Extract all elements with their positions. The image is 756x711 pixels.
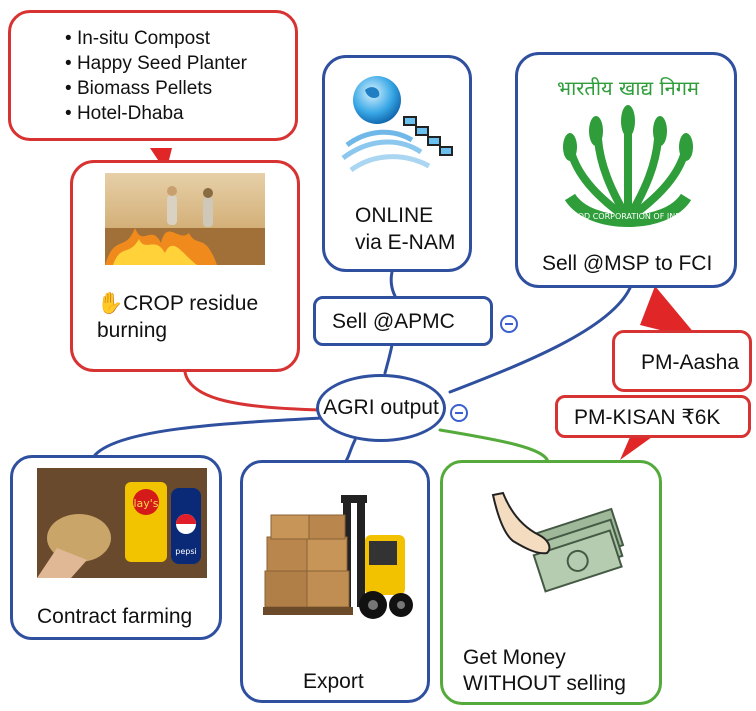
collapse-center-icon[interactable] xyxy=(450,404,468,422)
forklift-export-image xyxy=(263,495,413,619)
residue-options-box: • In-situ Compost • Happy Seed Planter •… xyxy=(8,10,298,141)
contract-label: Contract farming xyxy=(37,605,193,628)
residue-option-item: • Hotel-Dhaba xyxy=(65,103,184,124)
hand-icon: ✋ xyxy=(97,292,124,315)
agri-output-center: AGRI output xyxy=(316,374,446,442)
online-network-icon xyxy=(341,76,453,173)
money-label-line2: WITHOUT selling xyxy=(463,672,626,695)
residue-option-item: • Biomass Pellets xyxy=(65,78,213,99)
svg-text:lay's: lay's xyxy=(133,497,158,510)
apmc-label: Sell @APMC xyxy=(332,310,455,333)
sell-apmc-node: Sell @APMC xyxy=(313,296,493,346)
get-money-node: Get Money WITHOUT selling xyxy=(440,460,662,705)
residue-option-item: • In-situ Compost xyxy=(65,28,210,49)
pm-kisan-label: PM-KISAN ₹6K xyxy=(574,406,721,429)
pm-aasha-note: PM-Aasha xyxy=(612,330,752,392)
money-label-line1: Get Money xyxy=(463,646,566,669)
fci-node: भारतीय खाद्य निगम FOOD CORPORATION OF IN… xyxy=(515,52,737,288)
fci-label: Sell @MSP to FCI xyxy=(542,252,713,275)
contract-farming-node: lay's pepsi Contract farming xyxy=(10,455,222,640)
money-hand-image xyxy=(491,491,625,593)
residue-option-item: • Happy Seed Planter xyxy=(65,53,247,74)
online-label-line2: via E-NAM xyxy=(355,231,456,254)
pm-kisan-note: PM-KISAN ₹6K xyxy=(555,395,751,438)
online-enam-node: ONLINE via E-NAM xyxy=(322,55,472,272)
svg-text:pepsi: pepsi xyxy=(175,547,196,556)
export-node: Export xyxy=(240,460,430,703)
crop-residue-label-2: burning xyxy=(97,319,168,342)
center-label: AGRI output xyxy=(323,396,439,419)
fci-logo: भारतीय खाद्य निगम FOOD CORPORATION OF IN… xyxy=(557,76,700,227)
svg-text:भारतीय खाद्य निगम: भारतीय खाद्य निगम xyxy=(557,76,700,100)
online-label-line1: ONLINE xyxy=(355,204,434,227)
pm-aasha-label: PM-Aasha xyxy=(641,351,740,374)
contract-products-image: lay's pepsi xyxy=(37,468,207,578)
crop-residue-label: ✋CROP residue xyxy=(97,292,259,315)
field-fire-image xyxy=(105,173,265,265)
svg-text:FOOD CORPORATION OF INDIA: FOOD CORPORATION OF INDIA xyxy=(567,212,690,221)
collapse-apmc-icon[interactable] xyxy=(500,315,518,333)
crop-residue-burning-node: ✋CROP residue burning xyxy=(70,160,300,372)
export-label: Export xyxy=(303,670,364,693)
